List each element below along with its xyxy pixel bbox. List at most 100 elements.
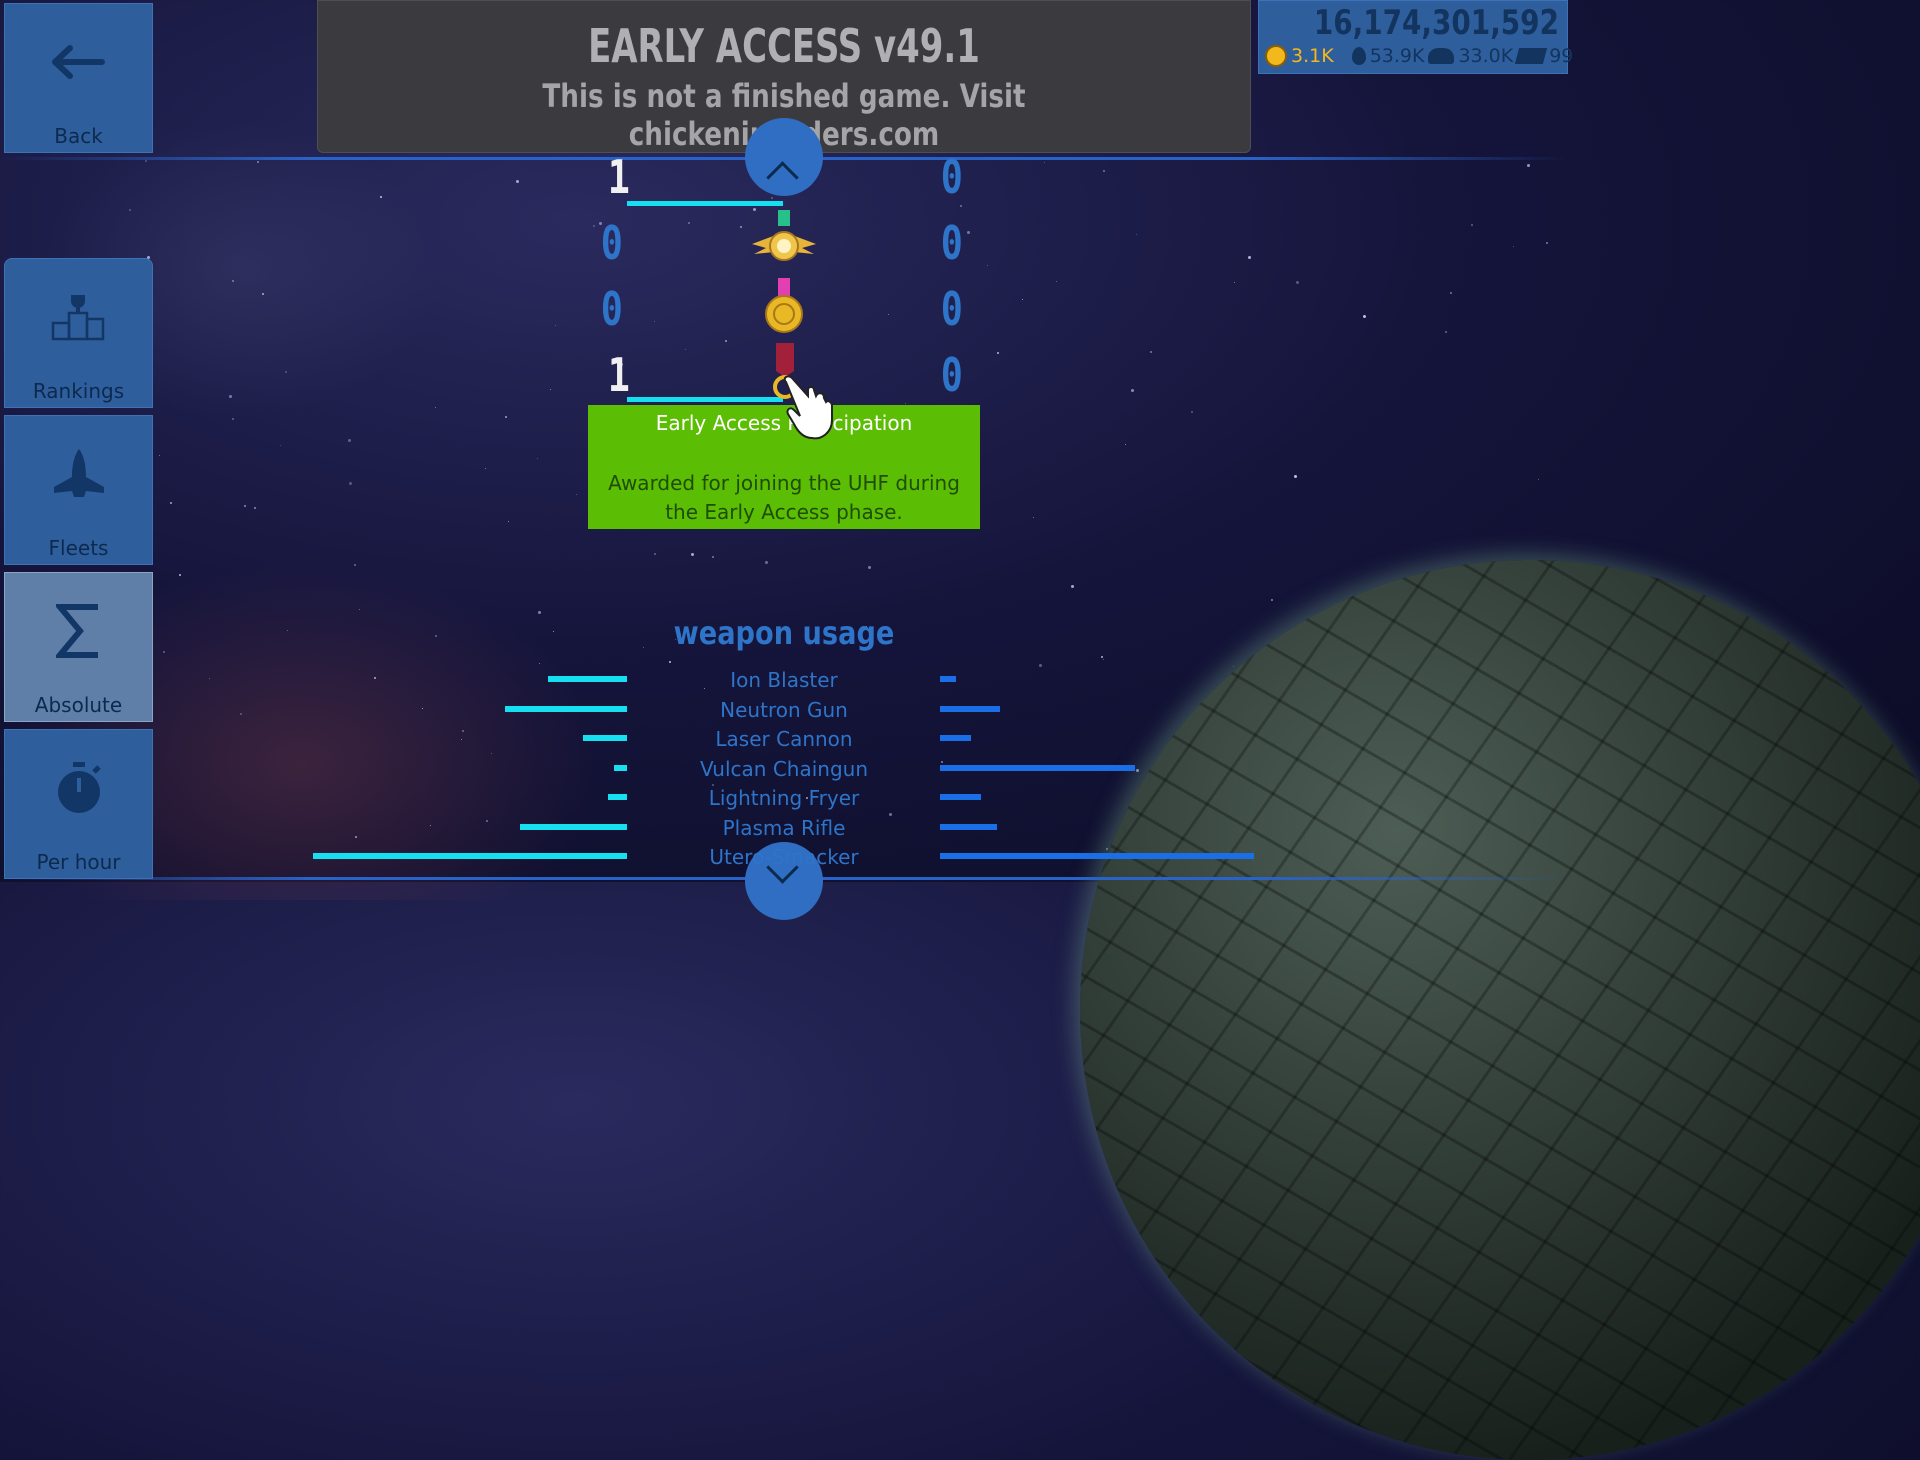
star	[765, 560, 769, 564]
star	[704, 688, 706, 690]
medal-count-left: 0	[600, 216, 623, 270]
weapon-usage-bar-right	[940, 676, 956, 682]
star	[163, 651, 166, 654]
cards-count: 99	[1549, 45, 1574, 67]
gold-medal-icon[interactable]	[764, 278, 804, 340]
star	[1449, 292, 1452, 295]
resources-panel: 16,174,301,592 3.1K 53.9K 33.0K 99	[1258, 0, 1573, 74]
star	[1233, 281, 1235, 283]
star	[685, 348, 687, 350]
absolute-button[interactable]: Absolute	[4, 572, 153, 722]
rankings-button[interactable]: Rankings	[4, 258, 153, 408]
star	[1103, 658, 1105, 660]
tooltip-title: Early Access Participation	[655, 411, 913, 435]
star	[1191, 410, 1194, 413]
star	[575, 493, 577, 495]
star	[170, 501, 173, 504]
star	[1295, 280, 1299, 284]
star	[889, 813, 893, 817]
star	[486, 819, 488, 822]
weapon-usage-bar-right	[940, 705, 1000, 712]
star	[354, 835, 357, 838]
medal-count-right: 0	[940, 282, 963, 336]
star	[231, 279, 234, 282]
star	[997, 351, 1000, 354]
banner-subtitle: This is not a finished game. Visit chick…	[542, 77, 1026, 153]
fleets-label: Fleets	[48, 536, 109, 560]
chevron-up-icon	[766, 161, 799, 194]
cards-icon	[1515, 48, 1548, 64]
star	[209, 677, 211, 679]
medal-count-left: 1	[607, 348, 630, 402]
star	[865, 626, 867, 628]
star	[1363, 314, 1367, 318]
star	[374, 676, 377, 679]
star	[1150, 350, 1153, 353]
tooltip-description: Awarded for joining the UHF during the E…	[608, 471, 960, 524]
star	[286, 630, 288, 632]
medal-tooltip: Early Access Participation Awarded for j…	[588, 405, 980, 529]
star	[1021, 298, 1023, 300]
star	[484, 467, 486, 469]
star	[538, 663, 540, 665]
star	[725, 339, 728, 342]
podium-icon	[51, 259, 107, 375]
star	[145, 160, 148, 163]
star	[1101, 655, 1104, 658]
food-count: 33.0K	[1458, 45, 1514, 67]
medal-count-right: 0	[940, 216, 963, 270]
per-hour-label: Per hour	[36, 850, 121, 874]
keys-count: 3.1K	[1291, 45, 1334, 67]
star	[1038, 663, 1042, 667]
star	[279, 444, 281, 446]
star	[179, 574, 182, 577]
star	[674, 639, 676, 641]
medal-count-left: 1	[607, 150, 630, 204]
weapon-name: Neutron Gun	[720, 697, 848, 722]
star	[239, 712, 242, 715]
star	[553, 630, 555, 632]
arrow-left-icon	[51, 4, 106, 120]
fleets-button[interactable]: Fleets	[4, 415, 153, 565]
star	[620, 362, 624, 366]
star	[1546, 241, 1549, 244]
scroll-up-button[interactable]	[745, 118, 823, 196]
star	[284, 370, 287, 373]
star	[805, 796, 808, 799]
star	[668, 661, 671, 664]
star	[688, 221, 691, 224]
star	[461, 729, 464, 732]
star	[231, 417, 234, 420]
weapon-name: Ion Blaster	[730, 668, 838, 692]
star	[643, 646, 645, 648]
star	[554, 324, 556, 326]
star	[654, 320, 656, 322]
star	[348, 438, 352, 442]
absolute-label: Absolute	[34, 693, 123, 717]
star	[654, 553, 656, 556]
weapon-name: Plasma Rifle	[722, 815, 846, 840]
food-icon	[1428, 48, 1455, 64]
sigma-icon	[55, 573, 102, 689]
star	[1032, 516, 1034, 518]
scroll-down-button[interactable]	[745, 842, 823, 920]
weapon-name: Utero-Smacker	[709, 845, 859, 869]
winged-gold-medal-icon[interactable]	[748, 210, 820, 274]
star	[1135, 233, 1137, 235]
star	[599, 222, 603, 226]
row-highlight-line	[627, 397, 783, 402]
per-hour-button[interactable]: Per hour	[4, 729, 153, 879]
drop-icon	[1351, 47, 1366, 65]
weapon-usage-bar-left	[520, 823, 627, 830]
weapon-name: Laser Cannon	[715, 727, 853, 751]
star	[888, 314, 890, 315]
weapon-usage-title: weapon usage	[673, 614, 895, 652]
star	[868, 565, 872, 569]
star	[349, 482, 353, 485]
star	[435, 634, 438, 637]
star	[1232, 666, 1234, 668]
star	[711, 555, 714, 558]
back-button[interactable]: Back	[4, 3, 153, 153]
star	[159, 454, 161, 456]
star	[421, 708, 423, 710]
